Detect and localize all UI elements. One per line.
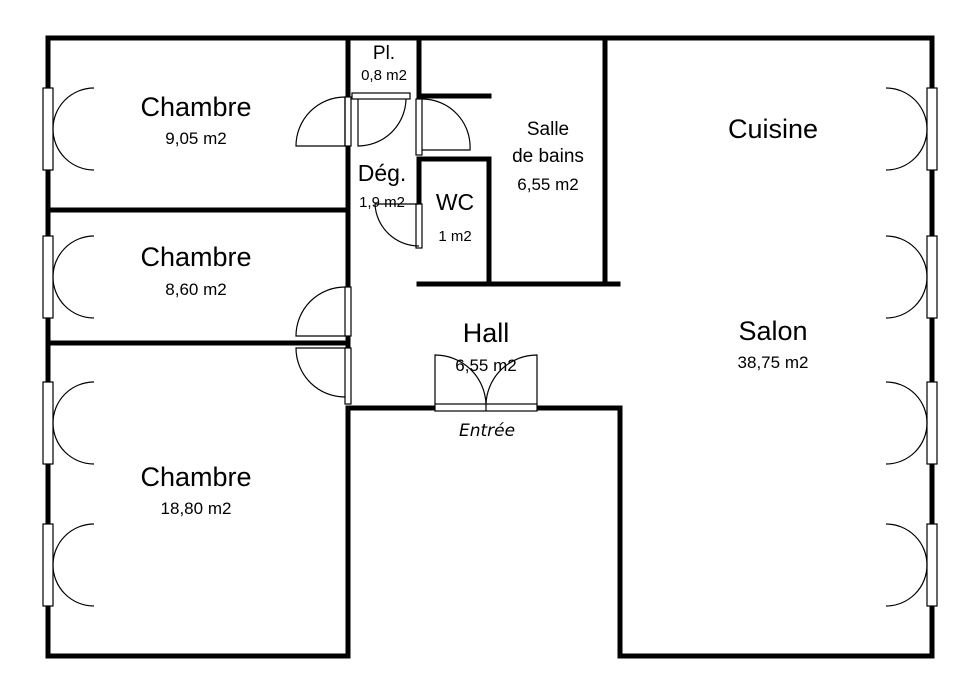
- room-hall-area: 6,55 m2: [455, 356, 517, 375]
- room-chambre-2-area: 8,60 m2: [165, 280, 227, 299]
- room-salon-name: Salon: [738, 316, 808, 346]
- room-degagement-name: Dég.: [357, 160, 407, 186]
- room-wc-name: WC: [435, 189, 475, 215]
- door-swing-icon: [374, 203, 423, 249]
- wall-wc: [416, 156, 492, 287]
- room-degagement-area: 1,9 m2: [359, 194, 405, 211]
- window-icon: [42, 87, 95, 171]
- window-icon: [42, 381, 95, 465]
- room-chambre-3-name: Chambre: [140, 462, 252, 492]
- room-chambre-3-area: 18,80 m2: [160, 499, 232, 518]
- room-salle-de-bains-name-line2: de bains: [512, 146, 584, 167]
- door-swing-icon: [351, 92, 411, 147]
- doors: [295, 92, 471, 405]
- room-placard-name: Pl.: [372, 43, 396, 64]
- door-swing-icon: [295, 347, 352, 405]
- window-icon: [885, 381, 938, 465]
- door-swing-icon: [295, 96, 352, 147]
- window-icon: [42, 523, 95, 607]
- window-icon: [885, 235, 938, 319]
- window-icon: [885, 87, 938, 171]
- room-salle-de-bains-name-line1: Salle: [526, 119, 570, 140]
- door-swing-icon: [415, 98, 471, 156]
- room-wc-area: 1 m2: [438, 228, 472, 245]
- door-swing-icon: [295, 286, 352, 337]
- room-placard-area: 0,8 m2: [361, 67, 407, 84]
- room-hall-name: Hall: [462, 318, 510, 348]
- room-salle-de-bains-area: 6,55 m2: [517, 175, 579, 194]
- windows-right: [885, 87, 938, 607]
- entrance-wall-left: [345, 405, 438, 659]
- room-cuisine-name: Cuisine: [727, 114, 819, 144]
- room-salon-area: 38,75 m2: [737, 353, 809, 372]
- entrance-door: [434, 354, 538, 412]
- entrance-label: Entrée: [458, 421, 516, 441]
- window-icon: [885, 523, 938, 607]
- window-icon: [42, 235, 95, 319]
- windows-left: [42, 87, 95, 607]
- room-chambre-1-name: Chambre: [140, 92, 252, 122]
- room-chambre-2-name: Chambre: [140, 242, 252, 272]
- room-chambre-1-area: 9,05 m2: [165, 129, 227, 148]
